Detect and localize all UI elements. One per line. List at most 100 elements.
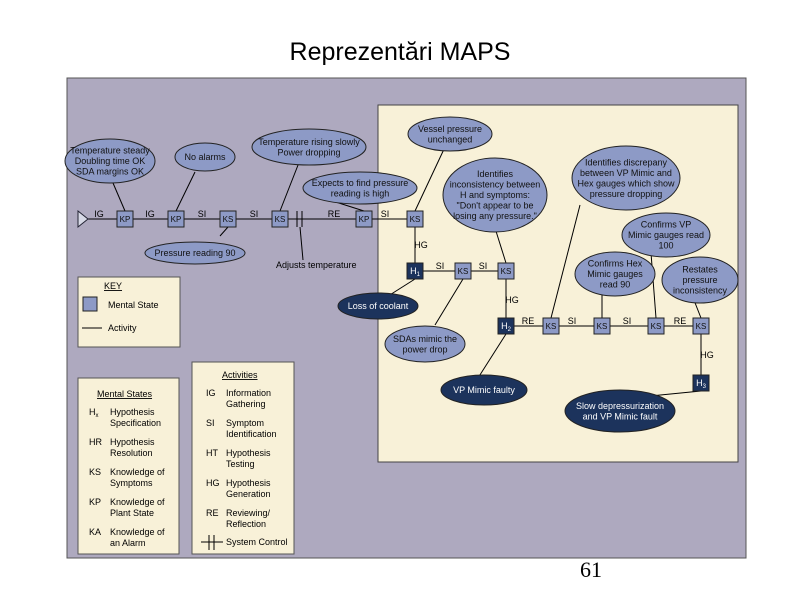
node-box bbox=[406, 262, 424, 280]
node-box bbox=[167, 210, 185, 228]
annotation-bubble: Loss of coolant bbox=[337, 292, 419, 320]
bubble-text: losing any pressure." bbox=[453, 211, 537, 221]
node-box bbox=[647, 317, 665, 335]
node-label: KS bbox=[458, 267, 469, 276]
activity-description: Reviewing/ bbox=[226, 508, 271, 518]
activity-label: IG bbox=[145, 209, 155, 219]
node-label: KS bbox=[223, 215, 234, 224]
bubble-text: No alarms bbox=[184, 152, 226, 162]
bubble-shape bbox=[302, 171, 418, 205]
mental-state-code: KP bbox=[89, 497, 101, 507]
mental-state-description: Specification bbox=[110, 418, 161, 428]
node-label: KS bbox=[501, 267, 512, 276]
activity-code: RE bbox=[206, 508, 219, 518]
node-label: KP bbox=[120, 215, 131, 224]
mental-state-description: Symptoms bbox=[110, 478, 153, 488]
annotation-bubble: Pressure reading 90 bbox=[144, 241, 246, 265]
node-code: KS bbox=[223, 215, 234, 224]
node-code: KS bbox=[458, 267, 469, 276]
node-code: H bbox=[696, 378, 703, 388]
mental-state-description: Resolution bbox=[110, 448, 153, 458]
bubble-text: Slow depressurization bbox=[576, 401, 664, 411]
mental-state-description: Hypothesis bbox=[110, 407, 155, 417]
mental-state-description: Knowledge of bbox=[110, 497, 165, 507]
activity-description: Gathering bbox=[226, 399, 266, 409]
annotation-bubble: No alarms bbox=[174, 142, 236, 172]
connector-line bbox=[175, 171, 196, 212]
bubble-text: Doubling time OK bbox=[75, 156, 146, 166]
annotation-bubble: VP Mimic faulty bbox=[440, 374, 528, 406]
node-box bbox=[454, 262, 472, 280]
bubble-text: SDA margins OK bbox=[76, 167, 144, 177]
bubble-shape bbox=[564, 389, 676, 433]
activity-label: RE bbox=[522, 316, 535, 326]
node-code: KP bbox=[120, 215, 131, 224]
mental-state-description: Hypothesis bbox=[110, 437, 155, 447]
connector-line bbox=[299, 226, 304, 261]
key-mental-state-label: Mental State bbox=[108, 300, 159, 310]
mental-state-code: KA bbox=[89, 527, 101, 537]
bubble-shape bbox=[337, 292, 419, 320]
activity-label: SI bbox=[381, 209, 390, 219]
bubble-text: and VP Mimic fault bbox=[583, 411, 658, 421]
activity-code: SI bbox=[206, 418, 215, 428]
bubble-text: inconsistency bbox=[673, 286, 728, 296]
bubble-shape bbox=[440, 374, 528, 406]
bubble-text: Mimic gauges bbox=[587, 269, 643, 279]
bubble-text: power drop bbox=[402, 344, 447, 354]
node-label: H2 bbox=[501, 321, 512, 333]
hypothesis-node: H3 bbox=[692, 374, 710, 392]
node-box bbox=[497, 317, 515, 335]
node-label: KP bbox=[359, 215, 370, 224]
node-box bbox=[355, 210, 373, 228]
connector-line bbox=[434, 278, 464, 326]
node-box bbox=[692, 374, 710, 392]
mental-state-node: KS bbox=[692, 317, 710, 335]
key-title: KEY bbox=[104, 281, 122, 291]
activity-label: SI bbox=[479, 261, 488, 271]
bubble-text: Confirms Hex bbox=[588, 259, 643, 269]
bubble-text: "Don't appear to be bbox=[457, 201, 534, 211]
activity-label: SI bbox=[436, 261, 445, 271]
bubble-text: Loss of coolant bbox=[348, 301, 409, 311]
node-label: H3 bbox=[696, 378, 707, 390]
mental-state-node: KP bbox=[167, 210, 185, 228]
bubble-text: between VP Mimic and bbox=[580, 168, 672, 178]
bubble-shape bbox=[384, 325, 466, 363]
activity-label: HG bbox=[505, 295, 519, 305]
node-box bbox=[497, 262, 515, 280]
mental-states-box bbox=[77, 377, 180, 555]
activity-code: IG bbox=[206, 388, 216, 398]
adjusts-temperature-label: Adjusts temperature bbox=[276, 260, 357, 270]
node-box bbox=[406, 210, 424, 228]
mental-state-node: KS bbox=[497, 262, 515, 280]
mental-state-node: KS bbox=[454, 262, 472, 280]
node-code: KS bbox=[696, 322, 707, 331]
bubble-text: Power dropping bbox=[277, 147, 340, 157]
bubble-text: H and symptoms: bbox=[460, 190, 530, 200]
mental-state-description: Knowledge of bbox=[110, 527, 165, 537]
slide-title: Reprezentări MAPS bbox=[289, 38, 511, 66]
activity-code: HG bbox=[206, 478, 220, 488]
mental-state-node: KP bbox=[116, 210, 134, 228]
mental-state-node: KS bbox=[542, 317, 560, 335]
node-label: KP bbox=[171, 215, 182, 224]
bubble-text: unchanged bbox=[428, 134, 473, 144]
node-code: KP bbox=[171, 215, 182, 224]
node-label: H1 bbox=[410, 266, 421, 278]
mental-state-description: Plant State bbox=[110, 508, 154, 518]
connector-line bbox=[219, 226, 229, 237]
node-label: KS bbox=[275, 215, 286, 224]
bubble-text: Mimic gauges read bbox=[628, 230, 704, 240]
mental-state-node: KP bbox=[355, 210, 373, 228]
activity-label: HG bbox=[414, 240, 428, 250]
mental-states-title: Mental States bbox=[97, 389, 153, 399]
